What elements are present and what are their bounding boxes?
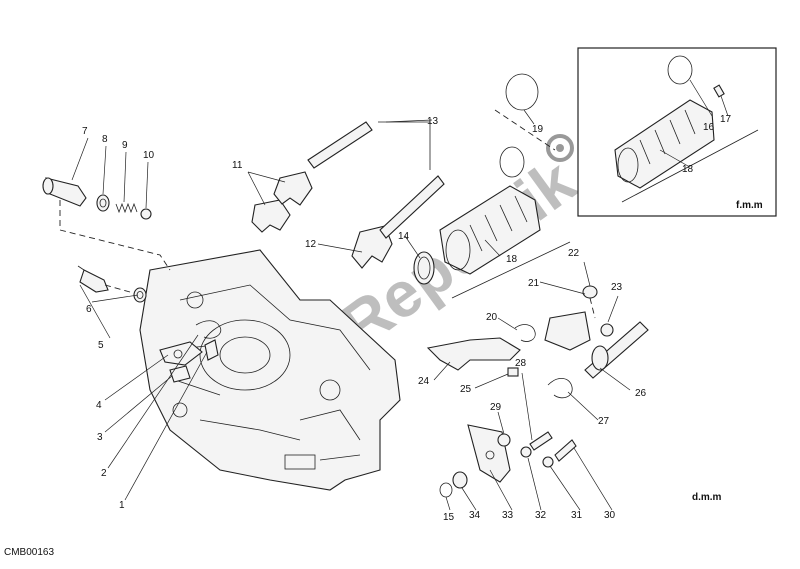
callout-34: 34 [469, 510, 481, 521]
spring-part-27 [547, 378, 573, 399]
callout-22: 22 [568, 248, 580, 259]
callout-10: 10 [143, 150, 155, 161]
callout-29: 29 [490, 402, 502, 413]
assembly-dashed-line-a [59, 200, 171, 271]
lever-part-4 [159, 341, 203, 366]
washer-part-31 [542, 456, 554, 468]
plug-part-7 [42, 177, 87, 207]
shaft-part-13a [307, 121, 373, 169]
assembly-dashed-line-d [589, 297, 596, 319]
shift-fork-part-11b [273, 171, 313, 206]
circlip-part-19a [505, 73, 539, 111]
bolt-part-30 [554, 439, 577, 462]
selector-plate-part-24 [426, 337, 521, 371]
callout-4: 4 [96, 400, 102, 411]
callout-33: 33 [502, 510, 514, 521]
washer-part-5 [133, 287, 147, 303]
assembly-dashed-line-b [104, 284, 131, 293]
washer-part-29 [497, 433, 511, 447]
callout-2: 2 [101, 468, 107, 479]
callout-11: 11 [232, 160, 243, 171]
callout-30: 30 [604, 510, 616, 521]
callout-17: 17 [720, 114, 732, 125]
callout-28: 28 [515, 358, 527, 369]
washer-part-32 [520, 446, 532, 458]
callout-3: 3 [97, 432, 103, 443]
callout-19: 19 [532, 124, 544, 135]
callout-13: 13 [427, 116, 439, 127]
callout-21: 21 [528, 278, 540, 289]
sensor-part-6 [77, 265, 109, 293]
callout-23: 23 [611, 282, 623, 293]
callout-18a: 18 [506, 254, 518, 265]
nut-part-22 [582, 285, 598, 299]
callout-1: 1 [119, 500, 125, 511]
callout-8: 8 [102, 134, 108, 145]
washer-part-8 [96, 194, 110, 212]
callout-16: 16 [703, 122, 715, 133]
ball-part-10 [140, 208, 152, 220]
diagram-code: CMB00163 [4, 547, 55, 558]
shaft-part-13b [379, 175, 445, 239]
main-tag: d.m.m [692, 492, 722, 503]
callout-32: 32 [535, 510, 547, 521]
callout-18b: 18 [682, 164, 694, 175]
shift-drum-part-18 [439, 185, 541, 275]
callout-20: 20 [486, 312, 498, 323]
callout-9: 9 [122, 140, 128, 151]
callout-5: 5 [98, 340, 104, 351]
callout-24: 24 [418, 376, 430, 387]
washer-part-23 [600, 323, 614, 337]
callout-25: 25 [460, 384, 472, 395]
circlip-part-15 [439, 482, 453, 498]
bolt-part-3 [169, 365, 191, 383]
shift-fork-part-11a [251, 199, 291, 233]
drum-baseline [451, 241, 571, 299]
leader-lines [71, 79, 729, 511]
bolt-part-28 [529, 431, 553, 451]
callout-14: 14 [398, 231, 410, 242]
ring-part-14 [413, 251, 435, 285]
inset-box: f.m.m [577, 47, 777, 217]
assembly-dashed-line-c [494, 109, 556, 151]
circlip-part-19b [499, 146, 525, 178]
watermark-gear-icon [546, 134, 574, 162]
spring-part-20 [514, 324, 536, 342]
selector-arm-part-21 [544, 311, 591, 351]
callout-26: 26 [635, 388, 647, 399]
callout-labels: 7 8 9 10 11 12 13 14 18 19 16 17 18 6 5 … [82, 114, 732, 523]
pin-part-1 [204, 339, 219, 361]
callout-6: 6 [86, 304, 92, 315]
spring-part-9 [115, 202, 138, 214]
pawl-part-25 [507, 367, 519, 377]
callout-12: 12 [305, 239, 317, 250]
leader-13-bracket [378, 121, 431, 170]
callout-15: 15 [443, 512, 455, 523]
callout-7: 7 [82, 126, 88, 137]
washer-part-34 [452, 471, 468, 489]
inset-tag: f.m.m [736, 200, 763, 211]
selector-shaft-part-26 [584, 321, 649, 379]
callout-31: 31 [571, 510, 583, 521]
spring-part-2 [195, 320, 222, 339]
callout-27: 27 [598, 416, 610, 427]
